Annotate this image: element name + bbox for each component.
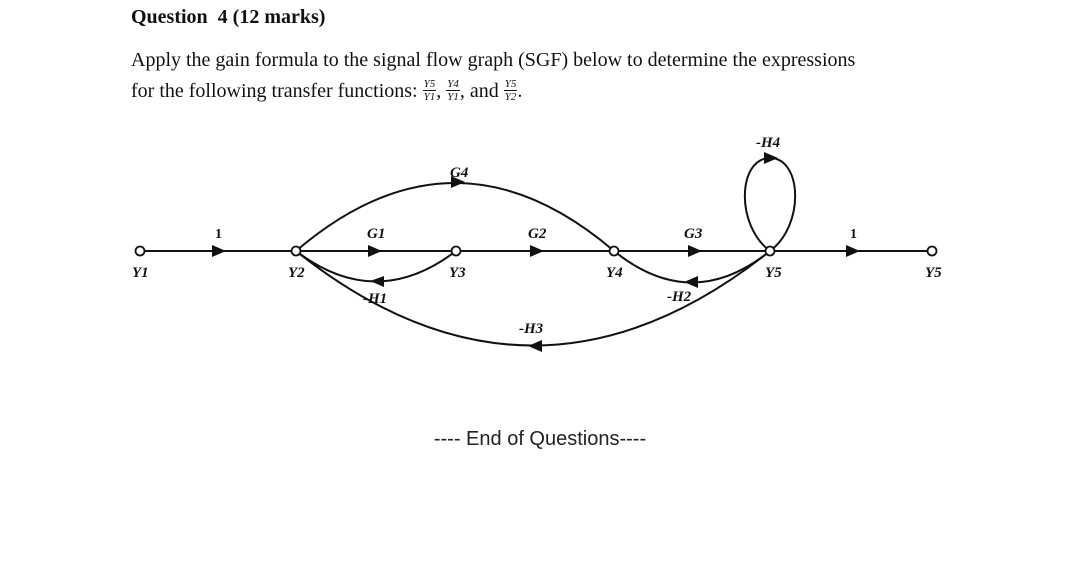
branch-arrow-input bbox=[212, 245, 226, 257]
branch-label-minus-h2: -H2 bbox=[667, 289, 692, 305]
branch-arrow-g1 bbox=[368, 245, 382, 257]
branch-g4-arc bbox=[295, 182, 615, 252]
node-y2 bbox=[290, 245, 302, 257]
node-label-y5: Y5 bbox=[765, 265, 782, 281]
tf2-numerator: Y4 bbox=[446, 78, 460, 91]
branch-label-minus-h4: -H4 bbox=[756, 135, 781, 151]
branch-arrow-minus-h1 bbox=[370, 276, 384, 287]
comma-separator: , bbox=[459, 80, 465, 103]
branch-arrow-output bbox=[846, 245, 860, 257]
node-y3 bbox=[450, 245, 462, 257]
branch-arrow-g3 bbox=[688, 245, 702, 257]
question-line-2: for the following transfer functions: Y5… bbox=[131, 78, 523, 105]
comma-separator: , bbox=[436, 80, 442, 103]
question-line-1: Apply the gain formula to the signal flo… bbox=[131, 49, 856, 71]
branch-arrow-g4 bbox=[451, 176, 465, 188]
branch-label-g2: G2 bbox=[528, 226, 547, 242]
branch-label-g4: G4 bbox=[450, 165, 469, 181]
branch-arrow-minus-h4 bbox=[764, 152, 778, 164]
node-label-y1: Y1 bbox=[132, 265, 149, 281]
period: . bbox=[517, 80, 523, 103]
node-y5-output bbox=[926, 245, 938, 257]
branch-label-input-gain: 1 bbox=[215, 227, 222, 242]
tf3-numerator: Y5 bbox=[503, 78, 518, 91]
node-label-y3: Y3 bbox=[449, 265, 466, 281]
question-line-2-prefix: for the following transfer functions: bbox=[131, 80, 423, 103]
branch-label-g3: G3 bbox=[684, 226, 703, 242]
tf1-denominator: Y1 bbox=[423, 91, 436, 103]
node-y1 bbox=[134, 245, 146, 257]
tf3-denominator: Y2 bbox=[504, 91, 517, 103]
tf1-numerator: Y5 bbox=[422, 78, 437, 91]
and-word: and bbox=[469, 80, 499, 103]
question-title: Question 4 (12 marks) bbox=[131, 6, 326, 28]
node-label-y4: Y4 bbox=[606, 265, 623, 281]
branch-label-g1: G1 bbox=[367, 226, 385, 242]
transfer-function-y5-y2: Y5 Y2 bbox=[503, 78, 518, 103]
branch-arrow-minus-h2 bbox=[684, 276, 698, 288]
transfer-function-y4-y1: Y4 Y1 bbox=[446, 78, 460, 103]
branch-arrow-g2 bbox=[530, 245, 544, 257]
branch-minus-h4-self-loop bbox=[743, 156, 797, 252]
tf2-denominator: Y1 bbox=[447, 91, 459, 103]
transfer-function-y5-y1: Y5 Y1 bbox=[422, 78, 437, 103]
branch-arrow-minus-h3 bbox=[528, 340, 542, 352]
branch-minus-h1-arc bbox=[295, 250, 457, 283]
end-of-questions: ---- End of Questions---- bbox=[433, 428, 647, 450]
branch-minus-h2-arc bbox=[613, 250, 771, 284]
node-label-y2: Y2 bbox=[288, 265, 305, 281]
branch-label-minus-h1: -H1 bbox=[363, 291, 387, 307]
node-y5 bbox=[764, 245, 776, 257]
node-label-y5-output: Y5 bbox=[925, 265, 942, 281]
branch-label-minus-h3: -H3 bbox=[519, 321, 544, 337]
branch-label-output-gain: 1 bbox=[850, 227, 857, 242]
node-y4 bbox=[608, 245, 620, 257]
